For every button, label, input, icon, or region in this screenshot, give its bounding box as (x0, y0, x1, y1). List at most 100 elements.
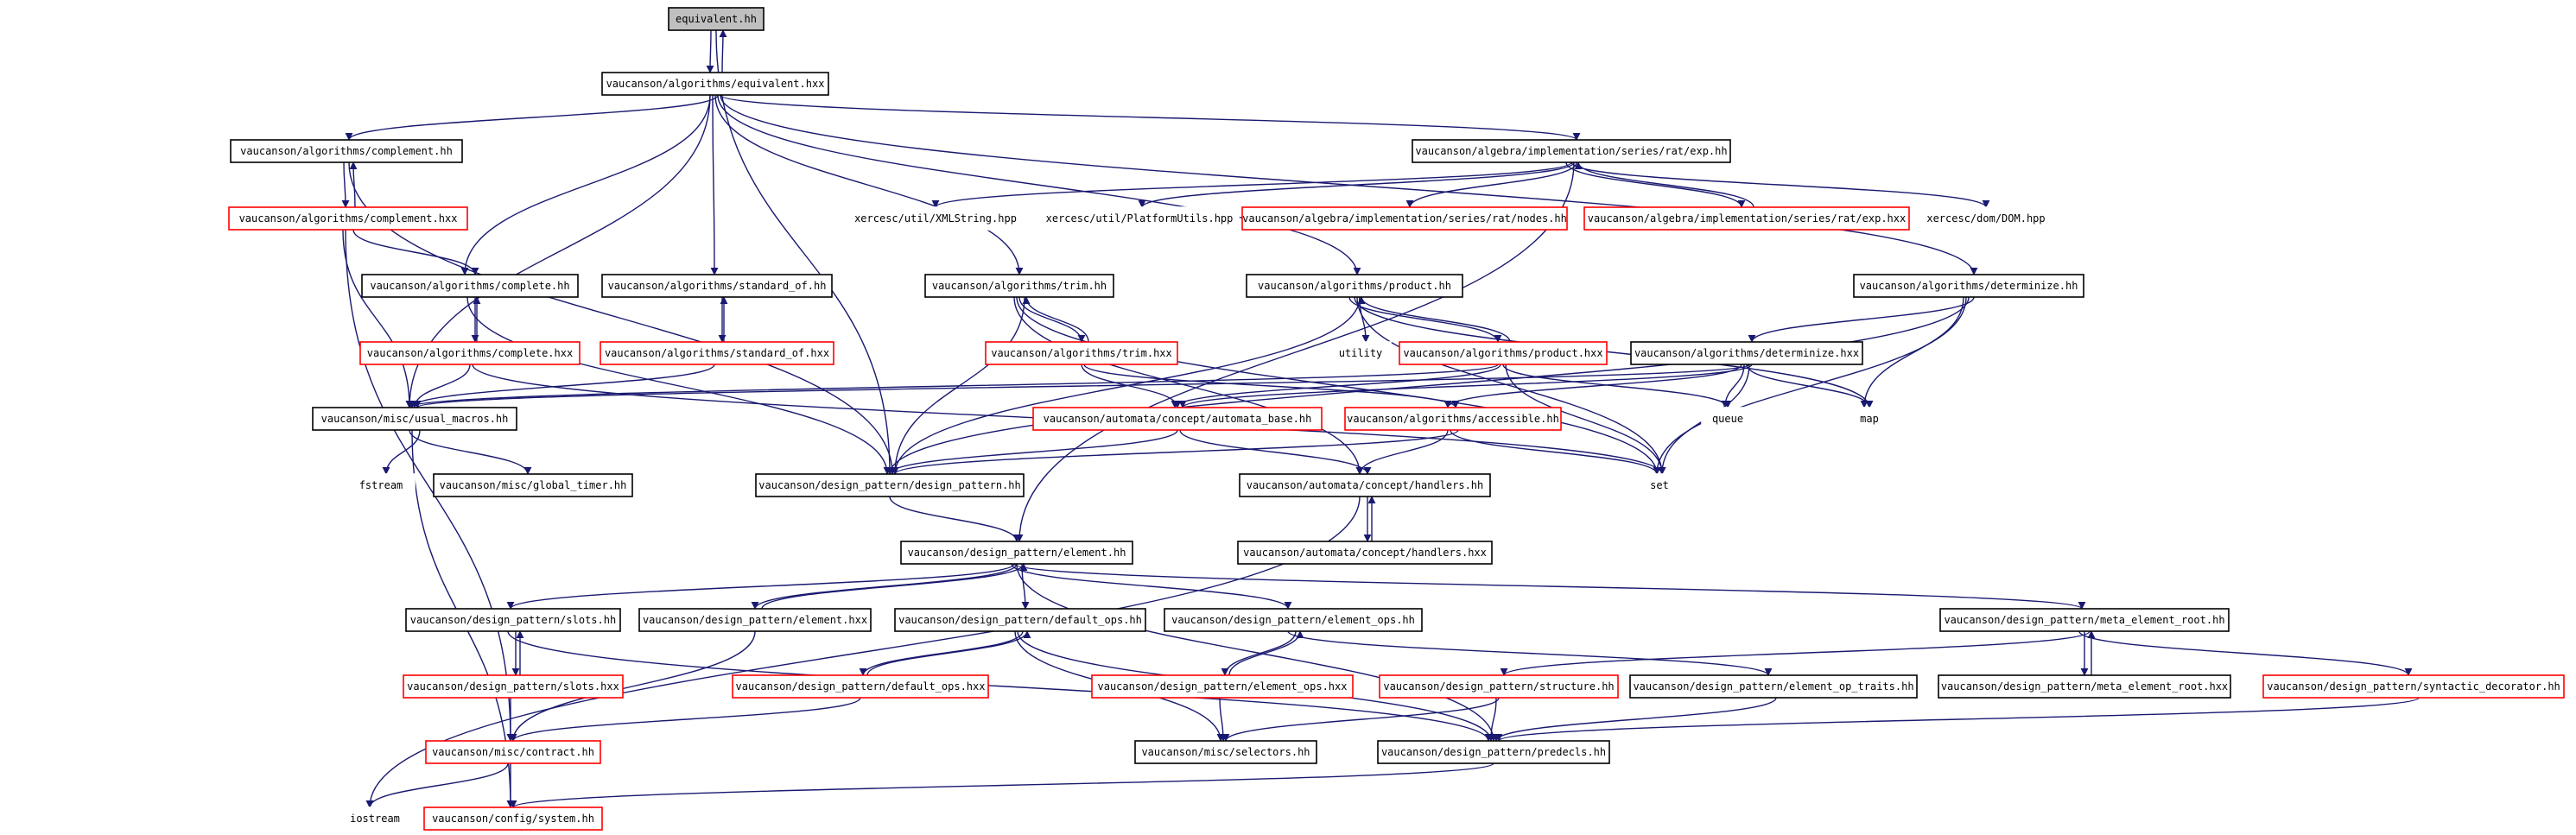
node-alg-trim-hxx[interactable]: vaucanson/algorithms/trim.hxx (985, 341, 1178, 365)
node-box (848, 206, 1023, 231)
edge-contract_hh-to-iostream (365, 762, 509, 808)
node-selectors-hh[interactable]: vaucanson/misc/selectors.hh (1134, 740, 1317, 764)
node-design-pattern-hh[interactable]: vaucanson/design_pattern/design_pattern.… (755, 473, 1025, 497)
node-equivalent-hh[interactable]: equivalent.hh (668, 7, 765, 31)
edge-meta_element_root_hh-to-structure_hh (1500, 630, 2091, 676)
node-alg-complement-hh[interactable]: vaucanson/algorithms/complement.hh (230, 139, 463, 163)
node-default-ops-hh[interactable]: vaucanson/design_pattern/default_ops.hh (894, 608, 1146, 632)
edge-rat_exp_hh-to-rat_exp_hxx (1565, 161, 1746, 208)
edge-alg_complement_hxx-to-contract_hh (345, 229, 515, 742)
node-box (1583, 206, 1910, 231)
node-system-hh[interactable]: vaucanson/config/system.hh (423, 807, 603, 831)
node-automata-base-hh[interactable]: vaucanson/automata/concept/automata_base… (1032, 407, 1323, 431)
node-label: xercesc/dom/DOM.hpp (1926, 212, 2045, 225)
node-alg-determinize-hxx[interactable]: vaucanson/algorithms/determinize.hxx (1630, 341, 1863, 365)
node-box (1039, 206, 1240, 231)
node-alg-product-hxx[interactable]: vaucanson/algorithms/product.hxx (1399, 341, 1608, 365)
node-label: vaucanson/algorithms/complement.hxx (239, 212, 458, 225)
node-rat-nodes-hh[interactable]: vaucanson/algebra/implementation/series/… (1241, 206, 1568, 231)
edge-alg_complement_hxx-to-alg_complete_hh (352, 229, 479, 275)
node-element-hh[interactable]: vaucanson/design_pattern/element.hh (900, 541, 1133, 565)
edge-element_ops_hh-to-element_ops_hxx (1221, 630, 1297, 676)
node-label: vaucanson/algorithms/complete.hxx (367, 347, 573, 359)
node-alg-complement-hxx[interactable]: vaucanson/algorithms/complement.hxx (228, 206, 468, 231)
node-label: vaucanson/design_pattern/slots.hh (410, 614, 616, 626)
node-box (1379, 674, 1619, 699)
node-alg-trim-hh[interactable]: vaucanson/algorithms/trim.hh (924, 274, 1114, 298)
node-box (433, 473, 633, 497)
node-alg-complete-hh[interactable]: vaucanson/algorithms/complete.hh (361, 274, 579, 298)
node-label: vaucanson/automata/concept/handlers.hxx (1243, 547, 1487, 559)
node-element-op-traits-hh[interactable]: vaucanson/design_pattern/element_op_trai… (1629, 674, 1918, 699)
node-usual-macros-hh[interactable]: vaucanson/misc/usual_macros.hh (312, 407, 517, 431)
node-alg-determinize-hh[interactable]: vaucanson/algorithms/determinize.hh (1853, 274, 2084, 298)
node-alg-standard-of-hh[interactable]: vaucanson/algorithms/standard_of.hh (601, 274, 833, 298)
edge-alg_trim_hh-to-alg_trim_hxx (1018, 296, 1086, 343)
node-alg-complete-hxx[interactable]: vaucanson/algorithms/complete.hxx (359, 341, 581, 365)
edge-rat_exp_hh-to-platform_utils (1138, 161, 1575, 208)
node-handlers-hxx[interactable]: vaucanson/automata/concept/handlers.hxx (1237, 541, 1493, 565)
edge-element_hh-to-default_ops_hh (1021, 563, 1030, 610)
node-slots-hh[interactable]: vaucanson/design_pattern/slots.hh (405, 608, 621, 632)
edge-usual_macros_hh-to-fstream (382, 429, 421, 475)
edge-usual_macros_hh-to-global_timer_hh (409, 429, 532, 475)
node-box (405, 608, 621, 632)
edge-rat_exp_hh-to-element_hh (1015, 161, 1575, 542)
node-label: vaucanson/design_pattern/meta_element_ro… (1941, 680, 2228, 693)
node-box (1377, 740, 1610, 764)
node-meta-element-root-hh[interactable]: vaucanson/design_pattern/meta_element_ro… (1939, 608, 2230, 632)
node-alg-equivalent-hxx[interactable]: vaucanson/algorithms/equivalent.hxx (601, 72, 829, 96)
node-label: xercesc/util/XMLString.hpp (854, 212, 1017, 225)
node-label: vaucanson/algorithms/trim.hxx (991, 347, 1172, 359)
node-element-ops-hh[interactable]: vaucanson/design_pattern/element_ops.hh (1164, 608, 1423, 632)
node-box (1164, 608, 1423, 632)
node-rat-exp-hh[interactable]: vaucanson/algebra/implementation/series/… (1412, 139, 1731, 163)
node-label: vaucanson/design_pattern/design_pattern.… (758, 479, 1020, 491)
node-fstream: fstream (346, 473, 416, 497)
edge-rat_exp_hh-to-dom_hpp (1570, 161, 1990, 208)
node-slots-hxx[interactable]: vaucanson/design_pattern/slots.hxx (403, 674, 624, 699)
edge-alg_accessible_hh-to-design_pattern_hh (891, 429, 1459, 475)
node-box (900, 541, 1133, 565)
edge-rat_exp_hh-to-xml_string (931, 161, 1572, 208)
node-global-timer-hh[interactable]: vaucanson/misc/global_timer.hh (433, 473, 633, 497)
edge-alg_trim_hh-to-handlers_hh (1013, 296, 1364, 475)
node-default-ops-hxx[interactable]: vaucanson/design_pattern/default_ops.hxx (732, 674, 989, 699)
node-predecls-hh[interactable]: vaucanson/design_pattern/predecls.hh (1377, 740, 1610, 764)
node-label: vaucanson/misc/selectors.hh (1141, 746, 1310, 758)
edge-alg_equivalent_hxx-to-alg_complete_hh (460, 94, 711, 275)
edge-alg_equivalent_hxx-to-rat_exp_hh (720, 94, 1581, 141)
node-label: vaucanson/misc/contract.hh (432, 746, 594, 758)
edge-alg_product_hxx-to-queue (1502, 364, 1732, 408)
node-alg-product-hh[interactable]: vaucanson/algorithms/product.hh (1246, 274, 1463, 298)
edge-default_ops_hxx-to-contract_hh (509, 697, 861, 742)
node-label: vaucanson/design_pattern/element_op_trai… (1633, 680, 1913, 693)
node-handlers-hh[interactable]: vaucanson/automata/concept/handlers.hh (1239, 473, 1491, 497)
node-label: equivalent.hh (676, 13, 757, 25)
node-structure-hh[interactable]: vaucanson/design_pattern/structure.hh (1379, 674, 1619, 699)
node-box (1246, 274, 1463, 298)
edge-default_ops_hxx-to-default_ops_hh (866, 630, 1031, 676)
node-syntactic-decorator-hh[interactable]: vaucanson/design_pattern/syntactic_decor… (2262, 674, 2565, 699)
node-box (732, 674, 989, 699)
node-box (425, 740, 601, 764)
edge-syntactic_decorator_hh-to-predecls_hh (1494, 697, 2420, 742)
node-utility: utility (1329, 341, 1392, 365)
node-box (1916, 206, 2056, 231)
node-label: fstream (359, 479, 403, 491)
edge-alg_complement_hxx-to-alg_complement_hh (349, 161, 358, 208)
edge-element_hh-to-predecls_hh (1016, 563, 1498, 742)
node-alg-standard-of-hxx[interactable]: vaucanson/algorithms/standard_of.hxx (600, 341, 834, 365)
node-element-ops-hxx[interactable]: vaucanson/design_pattern/element_ops.hxx (1091, 674, 1354, 699)
edge-rat_exp_hh-to-rat_nodes_hh (1405, 161, 1577, 208)
node-element-hxx[interactable]: vaucanson/design_pattern/element.hxx (638, 608, 872, 632)
node-alg-accessible-hh[interactable]: vaucanson/algorithms/accessible.hh (1344, 407, 1562, 431)
node-rat-exp-hxx[interactable]: vaucanson/algebra/implementation/series/… (1583, 206, 1910, 231)
node-contract-hh[interactable]: vaucanson/misc/contract.hh (425, 740, 601, 764)
node-label: vaucanson/design_pattern/element.hxx (643, 614, 867, 626)
node-label: vaucanson/algorithms/complete.hh (370, 280, 569, 292)
node-label: utility (1339, 347, 1383, 359)
node-meta-element-root-hxx[interactable]: vaucanson/design_pattern/meta_element_ro… (1938, 674, 2231, 699)
edge-alg_equivalent_hxx-to-alg_complement_hh (345, 94, 719, 141)
